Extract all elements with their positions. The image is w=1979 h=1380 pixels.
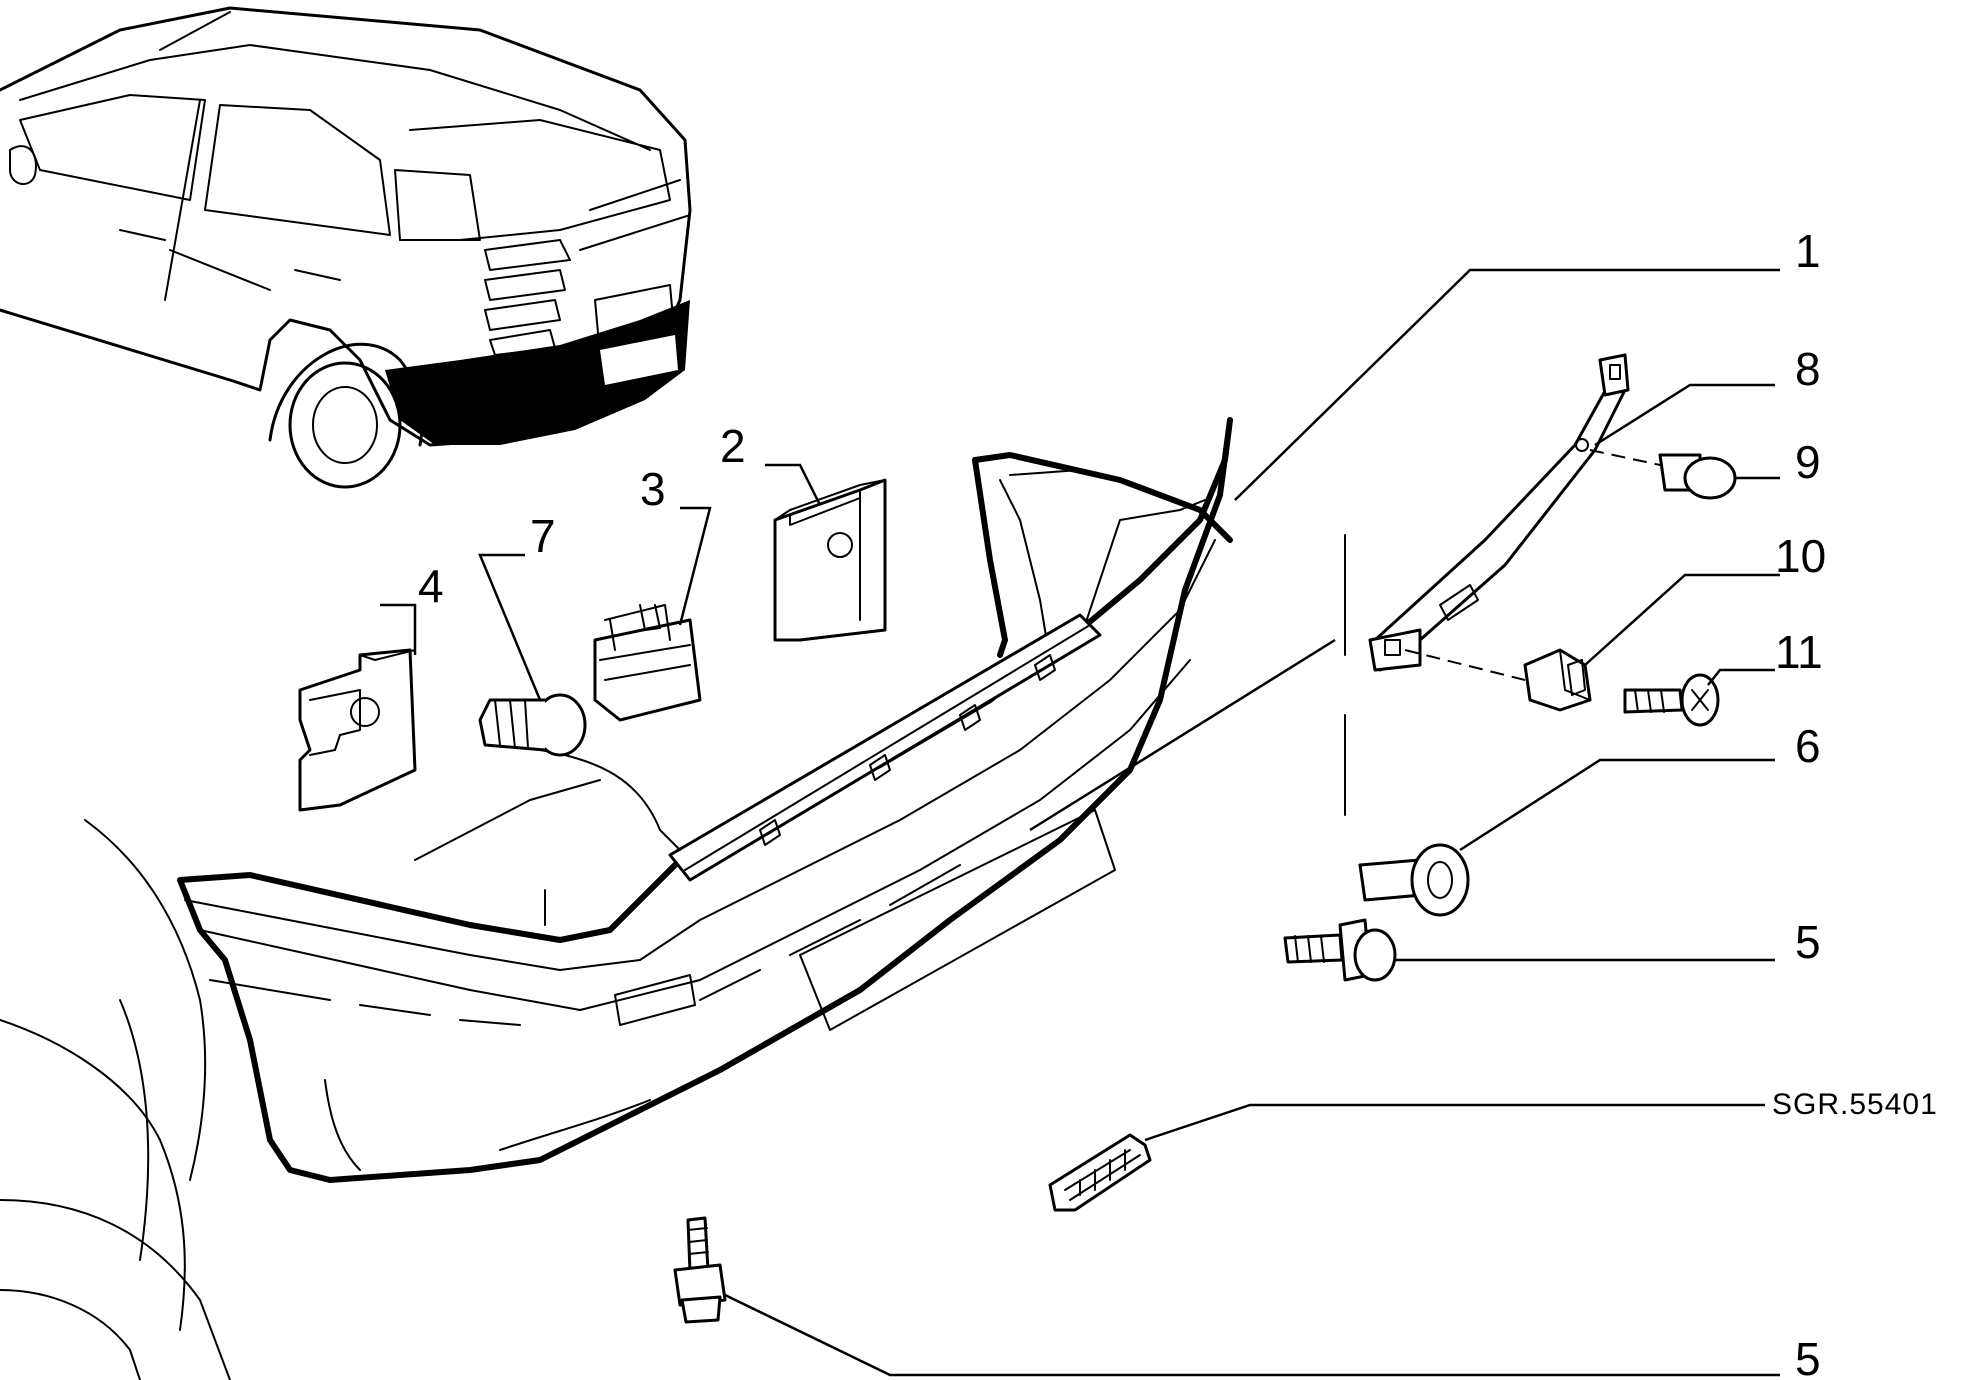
part-6-rivet: [1358, 843, 1470, 917]
part-7-rivet: [478, 693, 587, 757]
part-3-clip: [593, 604, 702, 722]
part-10-clip: [1523, 648, 1592, 712]
callout-3: 3: [640, 463, 666, 515]
callout-5-lower: 5: [1795, 1333, 1821, 1380]
rear-bumper-illustration: [0, 417, 1233, 1380]
callout-8: 8: [1795, 343, 1821, 395]
callout-2: 2: [720, 420, 746, 472]
part-9-cap: [1658, 453, 1737, 500]
callout-11: 11: [1775, 626, 1823, 678]
callout-10: 10: [1775, 530, 1826, 582]
leader-lines: [380, 268, 1780, 1377]
part-2-block: [773, 478, 887, 642]
part-8-strap: [1368, 353, 1630, 672]
part-4-bracket: [298, 648, 417, 812]
callout-4: 4: [418, 560, 444, 612]
callout-7: 7: [530, 510, 556, 562]
callout-1: 1: [1795, 225, 1821, 277]
part-5-bolt-b: [673, 1216, 727, 1324]
reference-code: SGR.55401: [1772, 1088, 1938, 1121]
part-5-screw-a: [1283, 918, 1397, 982]
assembly-line-bracket-to-clip: [1404, 649, 1526, 681]
callout-6: 6: [1795, 720, 1821, 772]
callout-9: 9: [1795, 436, 1821, 488]
car-overview-illustration: [0, 6, 692, 489]
callout-5-upper: 5: [1795, 916, 1821, 968]
grille-insert: [1048, 1133, 1152, 1212]
part-11-screw: [1623, 673, 1720, 727]
assembly-line-strap-to-cap: [1589, 449, 1661, 466]
